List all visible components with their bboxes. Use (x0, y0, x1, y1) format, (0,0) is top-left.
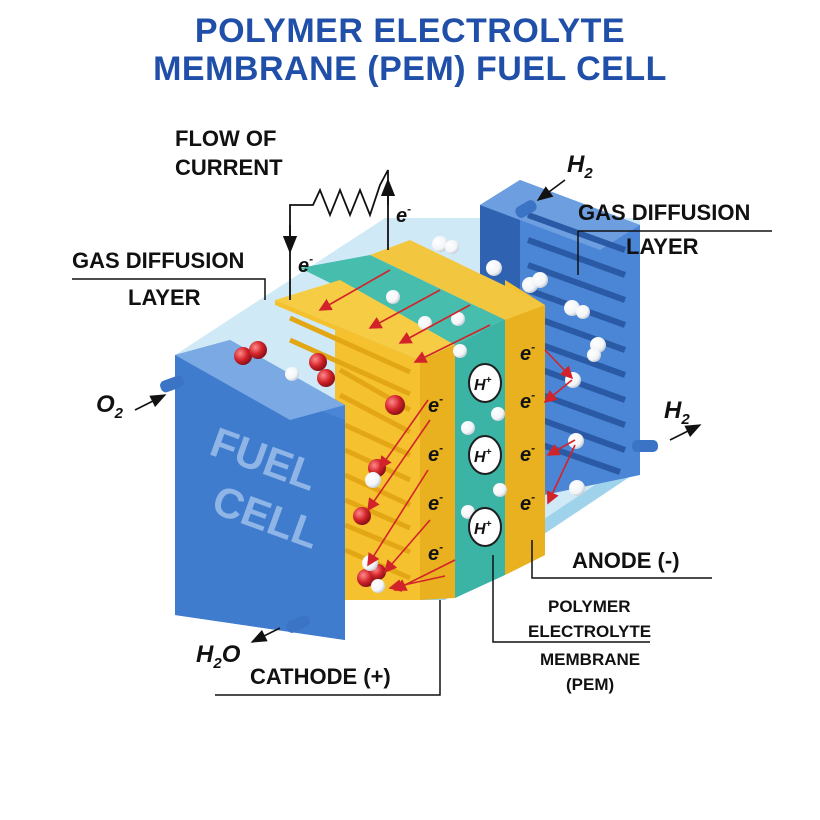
gas-flow-arrows (134, 179, 702, 643)
diagram-title-line1: POLYMER ELECTROLYTE (194, 12, 626, 50)
proton-label-1: H+ (474, 375, 492, 394)
svg-text:e-: e- (428, 441, 443, 466)
cathode-label: CATHODE (+) (250, 664, 391, 689)
circuit-electron-left: e- (298, 252, 313, 277)
svg-text:e-: e- (428, 392, 443, 417)
flow-of-current-label-1: FLOW OF (175, 126, 276, 151)
diagram-title-line2: MEMBRANE (PEM) FUEL CELL (153, 50, 667, 88)
hydrogen-molecules (285, 236, 606, 593)
anode-gas-diffusion-layer (370, 240, 545, 575)
pem-label-4: (PEM) (566, 675, 614, 694)
h2-outlet-pipe (632, 440, 658, 452)
gas-diffusion-right-label-1: GAS DIFFUSION (578, 200, 750, 225)
pem-label-2: ELECTROLYTE (528, 622, 651, 641)
circuit-electron-right: e- (396, 202, 411, 227)
proton-label-2: H+ (474, 447, 492, 466)
gas-diffusion-left-label-1: GAS DIFFUSION (72, 248, 244, 273)
svg-text:e-: e- (520, 441, 535, 466)
flow-of-current-label-2: CURRENT (175, 155, 283, 180)
proton-bubbles (468, 363, 502, 547)
h2o-outlet-pipe (286, 615, 310, 633)
pem-label-1: POLYMER (548, 597, 631, 616)
cathode-flow-plate (175, 340, 345, 640)
reaction-arrows (318, 269, 576, 592)
callout-lines (72, 230, 772, 696)
anode-label: ANODE (-) (572, 548, 680, 573)
anode-electrons: e- e- e- e- (520, 340, 535, 515)
svg-text:e-: e- (428, 490, 443, 515)
pem-label-3: MEMBRANE (540, 650, 640, 669)
svg-text:e-: e- (520, 490, 535, 515)
h2o-label: H2O (196, 641, 241, 672)
proton-label-3: H+ (474, 519, 492, 538)
current-arrows (282, 178, 396, 254)
o2-label: O2 (96, 391, 124, 422)
h2-inlet-label: H2 (567, 151, 593, 182)
o2-inlet-pipe (160, 375, 184, 393)
svg-text:e-: e- (520, 340, 535, 365)
svg-text:e-: e- (428, 540, 443, 565)
h2-outlet-label: H2 (664, 397, 690, 428)
gas-diffusion-left-label-2: LAYER (128, 285, 201, 310)
gas-diffusion-right-label-2: LAYER (626, 234, 699, 259)
h2-inlet-pipe (515, 200, 537, 218)
cathode-electrons: e- e- e- e- (428, 392, 443, 565)
svg-text:e-: e- (520, 388, 535, 413)
